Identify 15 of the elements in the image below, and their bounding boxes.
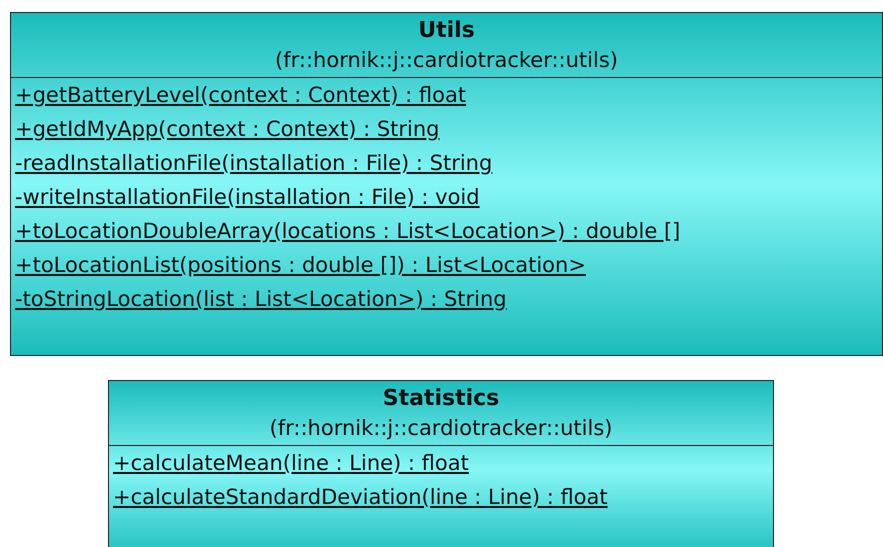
method-text: +calculateMean(line : Line) : float (113, 450, 469, 476)
class-box (10, 12, 883, 356)
method-text: +getBatteryLevel(context : Context) : float (15, 82, 466, 108)
method-text: +toLocationDoubleArray(locations : List<Location>) : double [] (15, 218, 680, 244)
method-text: -toStringLocation(list : List<Location>) : String (15, 286, 507, 312)
package-name: (fr::hornik::j::cardiotracker::utils) (270, 415, 612, 442)
class-name: Statistics (382, 385, 500, 413)
class-name: Utils (418, 17, 475, 45)
class-box (108, 380, 774, 547)
method-text: -readInstallationFile(installation : File) : String (15, 150, 492, 176)
package-name: (fr::hornik::j::cardiotracker::utils) (275, 47, 618, 74)
method-text: +getIdMyApp(context : Context) : String (15, 116, 440, 142)
method-text: -writeInstallationFile(installation : File) : void (15, 184, 480, 210)
method-text: +calculateStandardDeviation(line : Line) : float (113, 484, 608, 510)
method-text: +toLocationList(positions : double []) : List<Location> (15, 252, 586, 278)
